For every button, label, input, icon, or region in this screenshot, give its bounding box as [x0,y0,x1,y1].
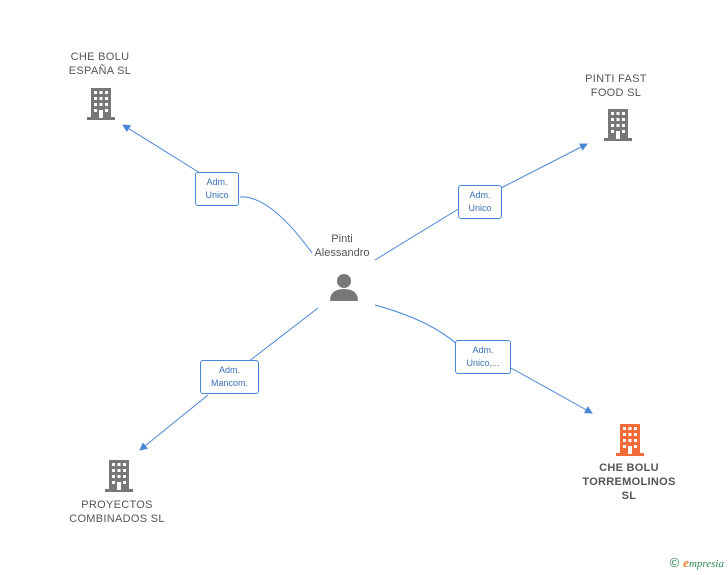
edge-che-bolu-torremolinos-arrow [510,367,593,414]
copyright-icon: © [669,555,680,570]
edge-pinti-fast-food [374,207,461,261]
company-label-pinti-fast-food[interactable]: PINTI FAST FOOD SL [585,73,647,99]
edge-che-bolu-espana-arrow [122,124,201,174]
person-icon[interactable] [329,272,359,302]
building-icon[interactable] [85,86,117,120]
brand-logo: empresia [683,555,724,570]
edge-proyectos-combinados [247,307,319,363]
edge-che-bolu-espana [239,196,313,254]
relation-label[interactable]: Adm. Unico [195,172,239,206]
building-icon[interactable] [614,422,646,456]
edge-proyectos-combinados-arrow [139,394,209,451]
relation-label[interactable]: Adm. Unico [458,185,502,219]
edge-che-bolu-torremolinos [374,304,459,346]
relation-label[interactable]: Adm. Mancom. [200,360,259,394]
person-label[interactable]: Pinti Alessandro [314,233,370,259]
edge-pinti-fast-food-arrow [500,143,588,189]
relation-label[interactable]: Adm. Unico,... [455,340,511,374]
building-icon[interactable] [602,107,634,141]
company-label-che-bolu-espana[interactable]: CHE BOLU ESPAÑA SL [68,51,132,77]
company-label-che-bolu-torremolinos[interactable]: CHE BOLU TORREMOLINOS SL [582,462,676,502]
footer-brand[interactable]: ©empresia [670,555,724,571]
building-icon[interactable] [103,458,135,492]
company-label-proyectos-combinados[interactable]: PROYECTOS COMBINADOS SL [69,499,165,525]
